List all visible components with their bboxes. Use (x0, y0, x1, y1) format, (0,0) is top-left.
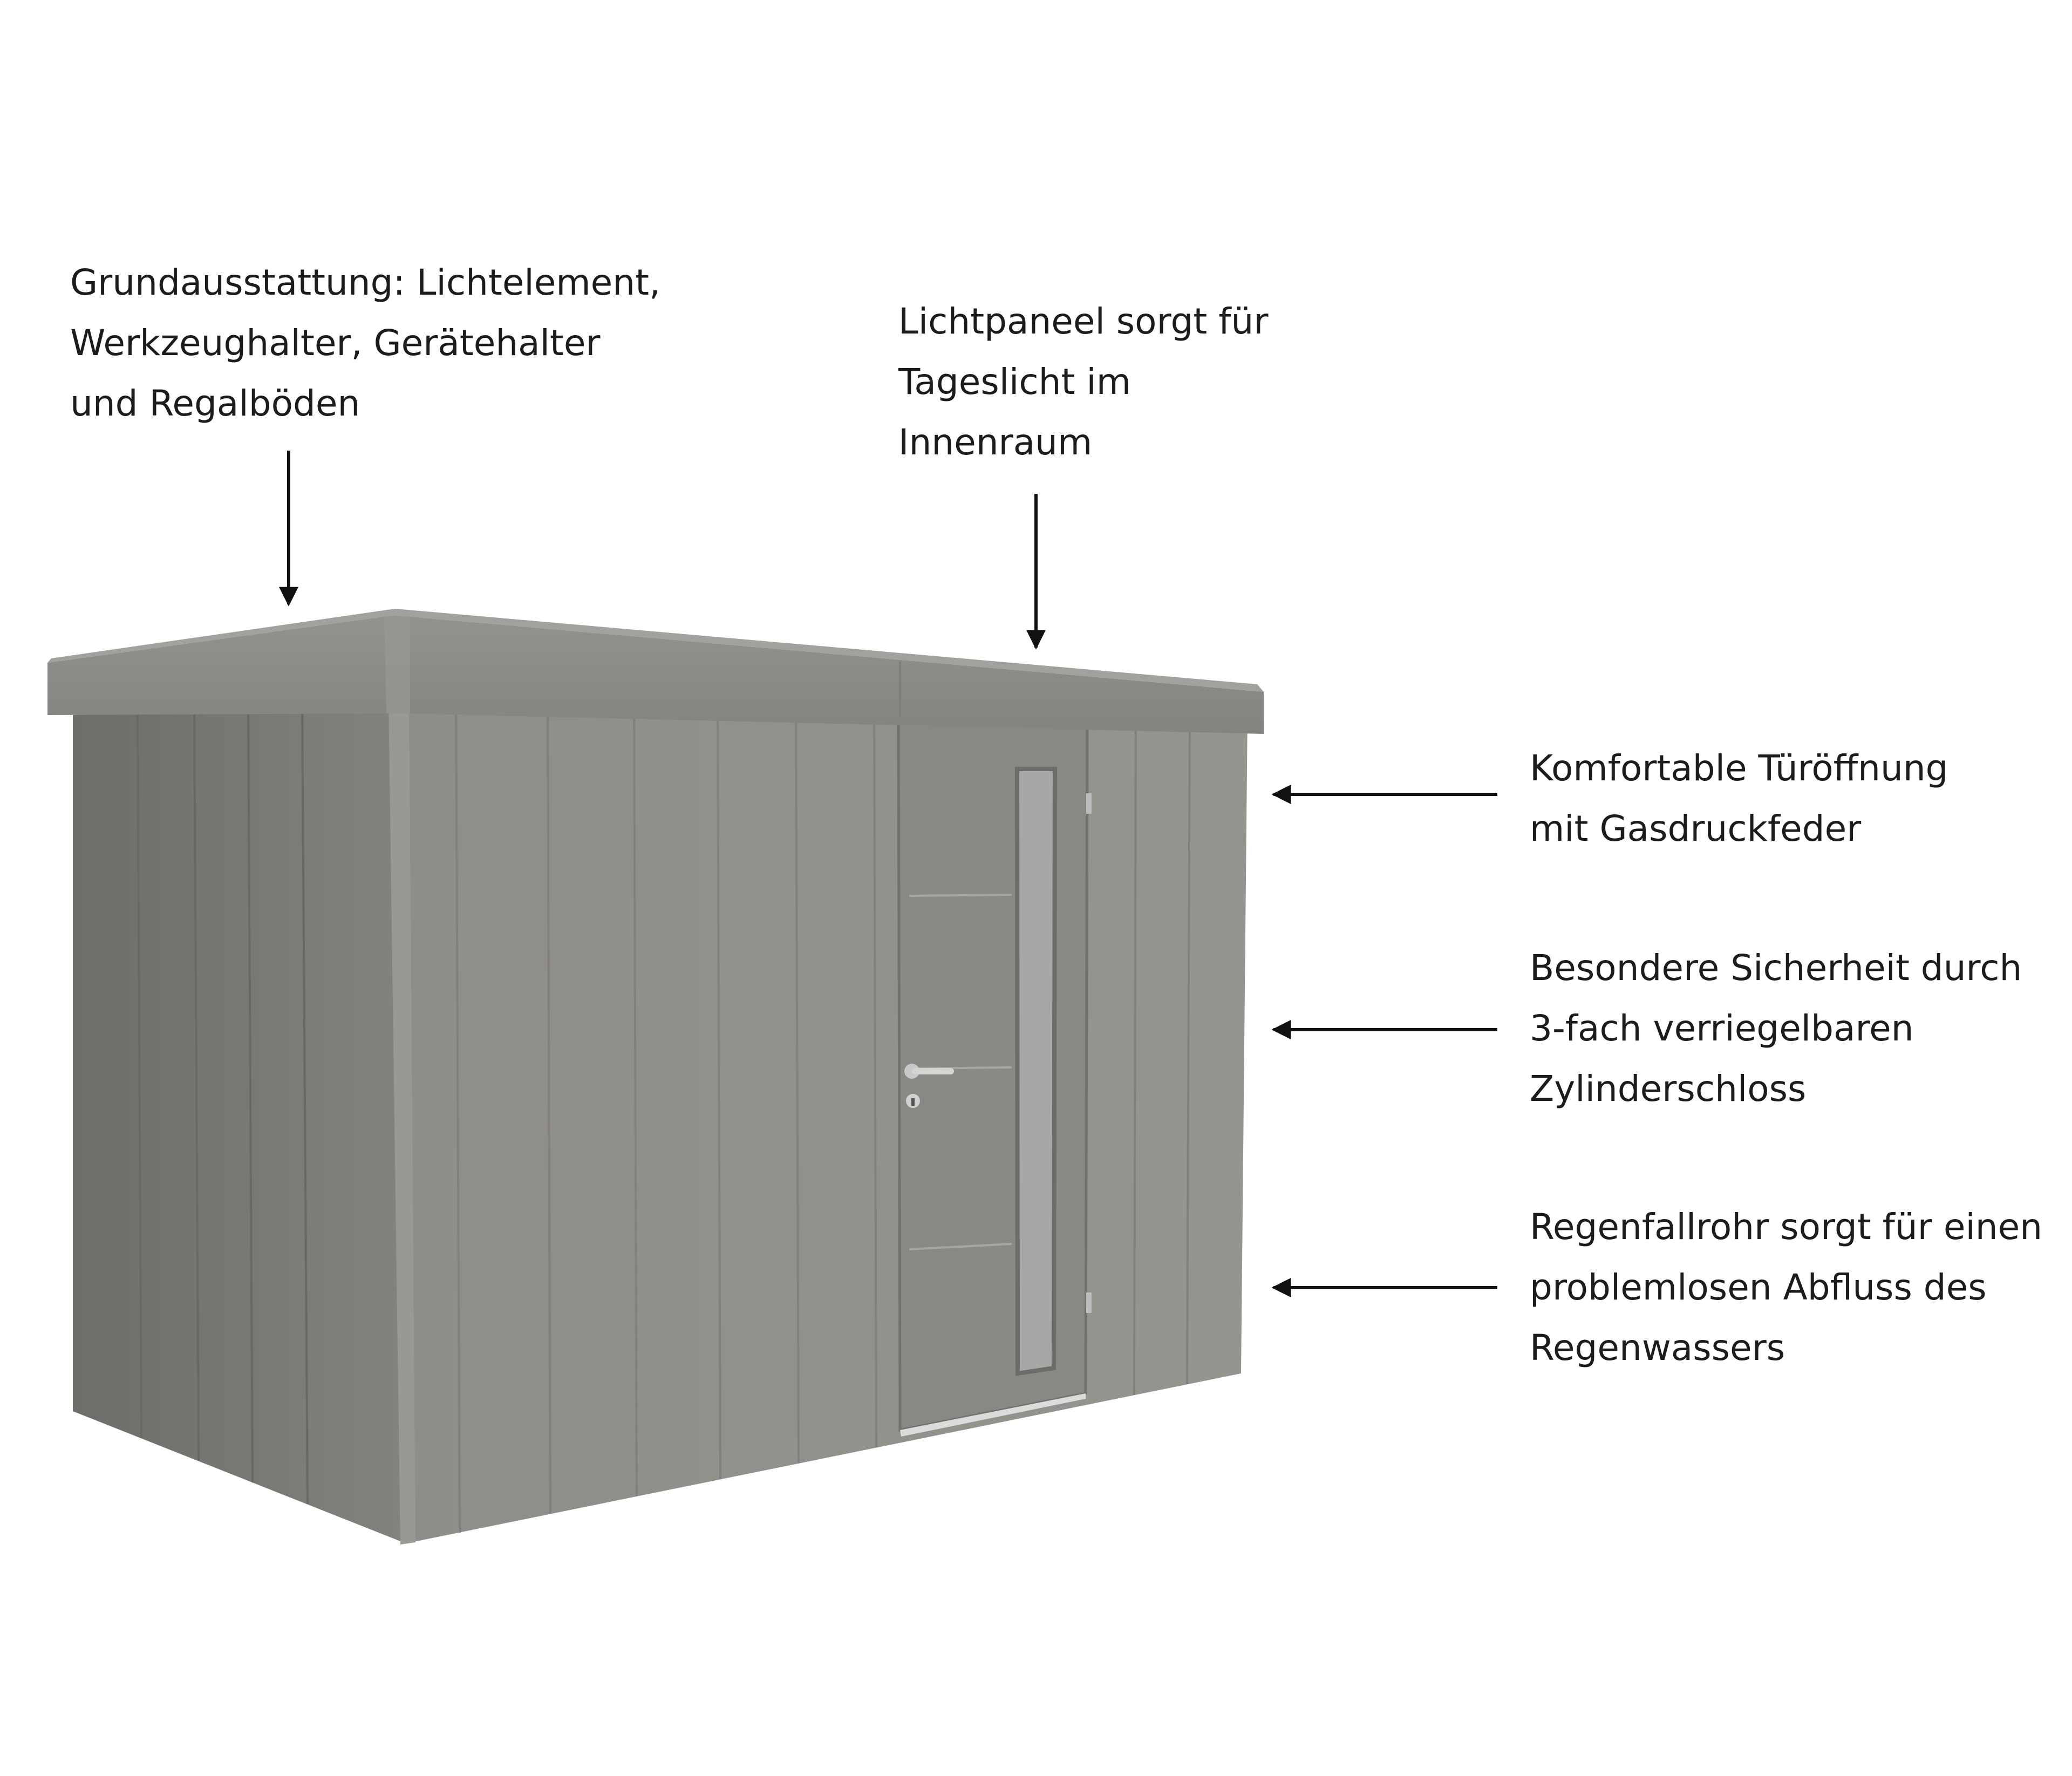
annotation-line: Tageslicht im (898, 361, 1131, 403)
annotation-line: mit Gasdruckfeder (1530, 808, 1862, 849)
shed-roof-fascia (47, 615, 1264, 734)
annotation-line: 3-fach verriegelbaren (1530, 1008, 1914, 1049)
annotation-line: Zylinderschloss (1530, 1068, 1807, 1110)
door-handle (904, 1064, 954, 1108)
door-hinges (1086, 793, 1092, 1313)
door-threshold (900, 1393, 1086, 1437)
shed-corner (388, 696, 415, 1544)
annotation-line: Besondere Sicherheit durch (1530, 947, 2022, 989)
annotation-line: problemlosen Abfluss des (1530, 1267, 1987, 1308)
shed-front-wall (398, 696, 1248, 1543)
annotation-line: Komfortable Türöffnung (1530, 747, 1948, 789)
annotation-line: Grundausstattung: Lichtelement, (70, 262, 660, 303)
roof-corner (384, 616, 410, 713)
annotation-equipment: Grundausstattung: Lichtelement, Werkzeug… (70, 253, 660, 434)
side-wall-grooves (137, 702, 309, 1505)
annotation-downpipe: Regenfallrohr sorgt für einen problemlos… (1530, 1197, 2042, 1378)
annotation-line: Innenraum (898, 421, 1093, 463)
front-wall-grooves (455, 697, 1191, 1533)
annotation-light-panel: Lichtpaneel sorgt für Tageslicht im Inne… (898, 291, 1269, 473)
door-window (1014, 767, 1058, 1376)
annotation-line: und Regalböden (70, 383, 360, 424)
annotation-line: Lichtpaneel sorgt für (898, 301, 1269, 342)
annotation-line: Regenfallrohr sorgt für einen (1530, 1206, 2043, 1248)
annotation-line: Werkzeughalter, Gerätehalter (70, 322, 601, 364)
annotation-line: Regenwassers (1530, 1327, 1785, 1369)
annotation-security: Besondere Sicherheit durch 3-fach verrie… (1530, 938, 2022, 1119)
annotation-door-opening: Komfortable Türöffnung mit Gasdruckfeder (1530, 738, 1948, 859)
shed-side-wall (73, 696, 406, 1543)
